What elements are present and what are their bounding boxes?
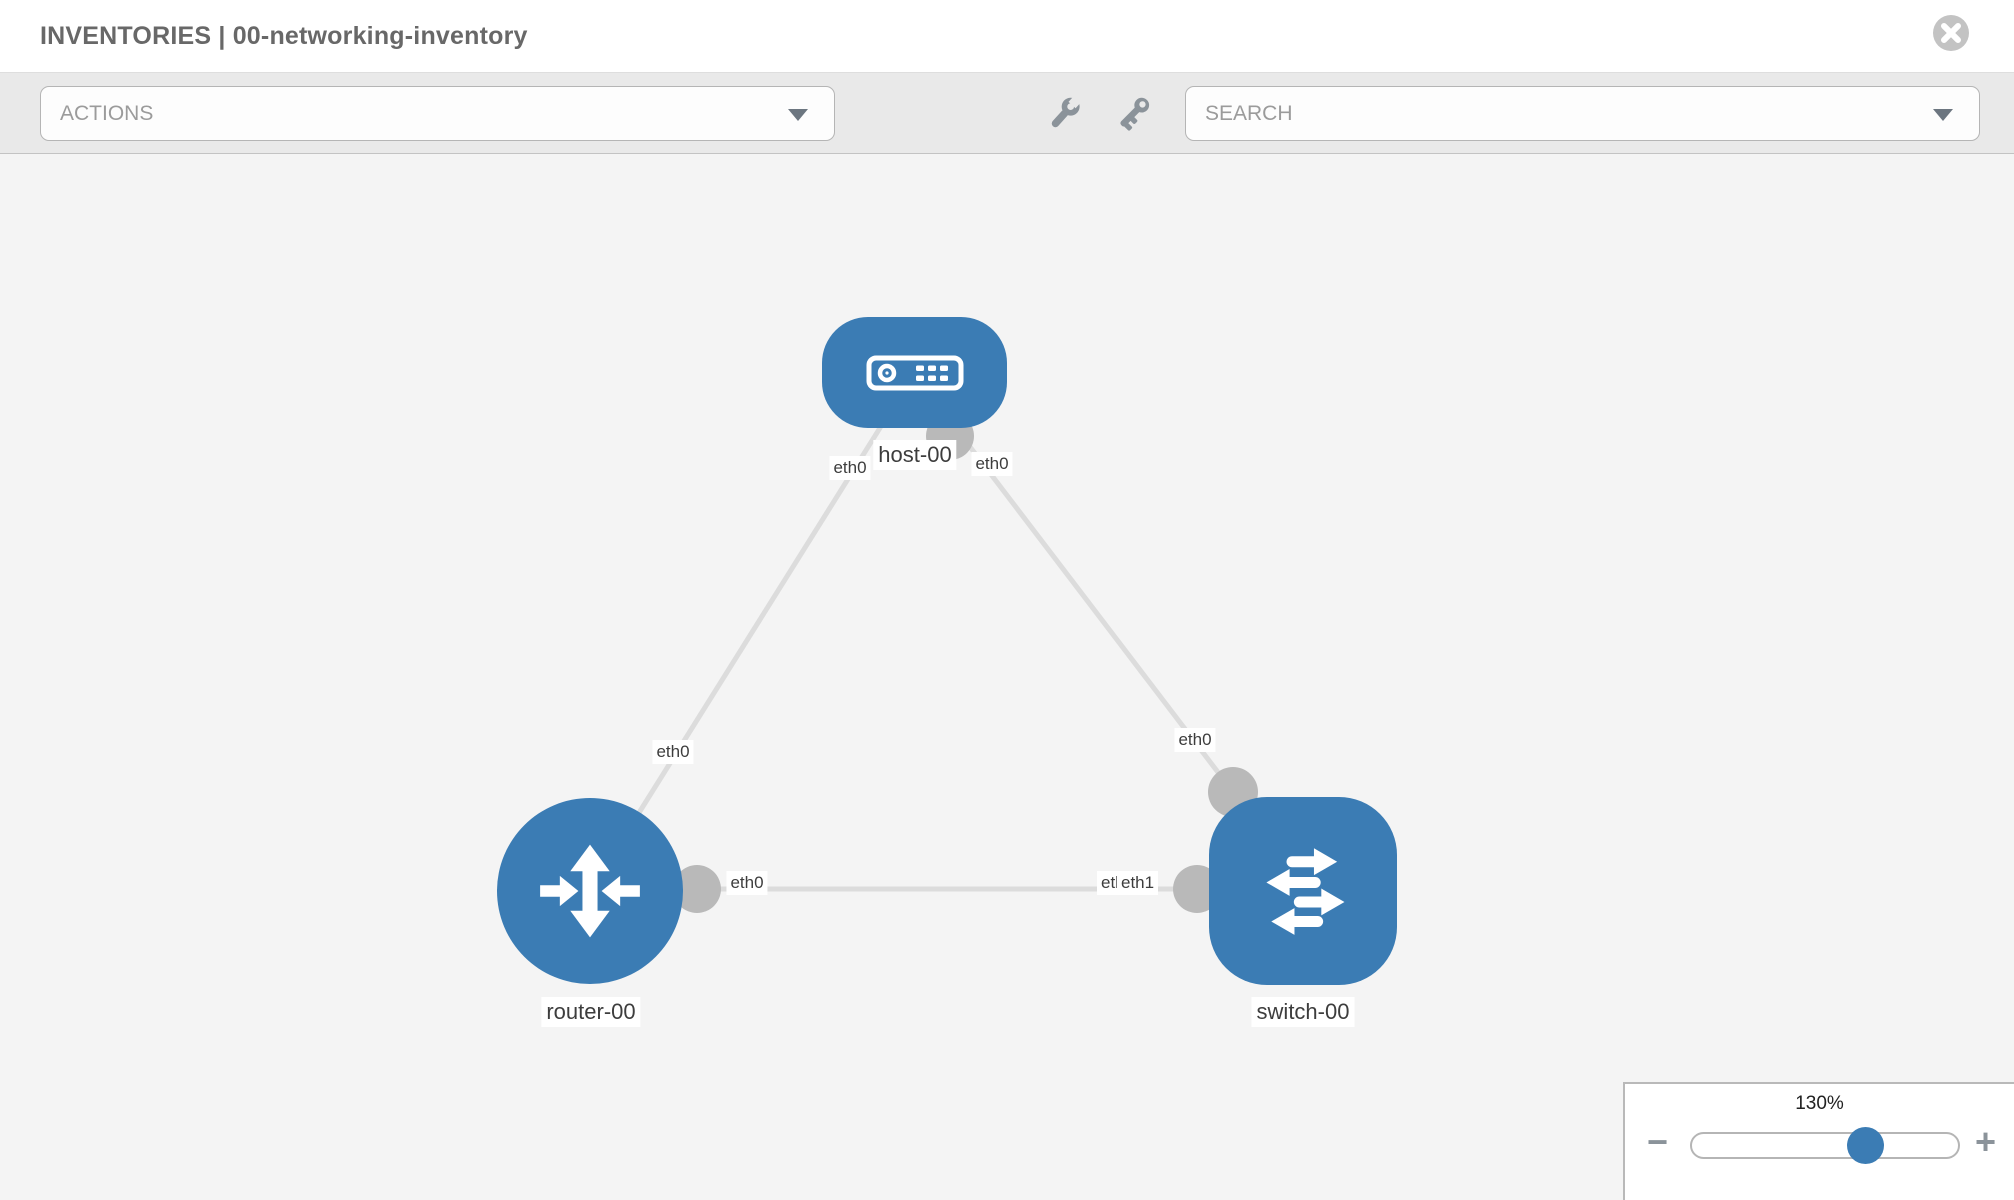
zoom-slider-track[interactable] — [1690, 1132, 1960, 1159]
zoom-level: 130% — [1795, 1093, 1844, 1114]
node-label-router: router-00 — [541, 997, 641, 1027]
zoom-out-button[interactable]: − — [1647, 1121, 1669, 1162]
node-host-00[interactable] — [822, 317, 1007, 428]
actions-dropdown-value: ACTIONS — [60, 102, 154, 125]
zoom-panel: 130% − + — [1623, 1082, 2014, 1200]
interface-label: eth0 — [829, 456, 871, 480]
chevron-down-icon — [788, 109, 808, 121]
toolbar: ACTIONS SEARCH — [0, 72, 2014, 154]
interface-label: eth0 — [652, 740, 694, 764]
window-header: INVENTORIES | 00-networking-inventory — [0, 0, 2014, 72]
topology-canvas[interactable]: host-00 router-00 switch-00 eth0 eth0 et… — [0, 154, 2014, 1200]
links-layer — [587, 370, 1258, 913]
actions-dropdown[interactable]: ACTIONS — [40, 86, 835, 141]
node-switch-00[interactable] — [1209, 797, 1397, 985]
search-placeholder: SEARCH — [1205, 102, 1293, 125]
node-label-switch: switch-00 — [1251, 997, 1355, 1027]
zoom-slider-thumb[interactable] — [1847, 1127, 1884, 1164]
node-router-00[interactable] — [497, 798, 683, 984]
interface-label: eth0 — [1174, 728, 1216, 752]
chevron-down-icon — [1933, 109, 1953, 121]
page-title: INVENTORIES | 00-networking-inventory — [40, 22, 528, 50]
switch-icon — [1266, 848, 1345, 935]
key-icon[interactable] — [1116, 95, 1154, 133]
interface-label: eth0 — [971, 452, 1013, 476]
zoom-in-button[interactable]: + — [1974, 1121, 1996, 1162]
host-icon — [866, 355, 963, 390]
interface-label: eth1 — [1117, 871, 1159, 895]
router-icon — [540, 844, 640, 938]
search-input[interactable]: SEARCH — [1185, 86, 1980, 141]
node-label-host: host-00 — [873, 440, 957, 470]
close-icon[interactable] — [1932, 14, 1970, 52]
wrench-icon[interactable] — [1046, 95, 1084, 133]
connector-router-right — [673, 865, 721, 913]
interface-label: eth0 — [726, 871, 768, 895]
